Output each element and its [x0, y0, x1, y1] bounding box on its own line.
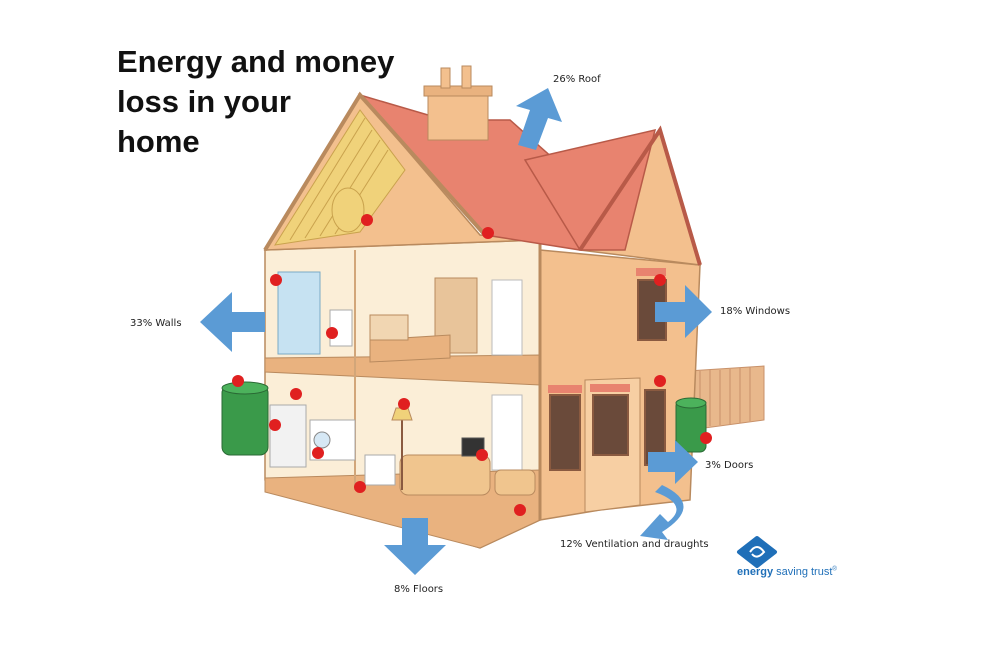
- windows-label: 18% Windows: [720, 306, 791, 317]
- bedroom: [369, 277, 523, 363]
- title-line-3: home: [117, 124, 200, 159]
- page-title: Energy and money loss in your home: [117, 42, 437, 162]
- walls-label: 33% Walls: [130, 318, 182, 329]
- kitchen: [269, 404, 356, 468]
- heat-loss-dots: [232, 214, 712, 516]
- doors-label: 3% Doors: [705, 460, 754, 471]
- roof-label: 26% Roof: [553, 74, 601, 85]
- ventilation-label: 12% Ventilation and draughts: [560, 539, 709, 550]
- hot-water-tank: [331, 187, 365, 233]
- floors-label: 8% Floors: [394, 584, 444, 595]
- energy-saving-trust-logo-icon: [737, 536, 777, 568]
- floors-arrow: [384, 518, 446, 575]
- chimney: [423, 65, 493, 141]
- title-line-2: loss in your: [117, 84, 291, 119]
- water-butt-left: [221, 381, 269, 456]
- water-butt-right: [675, 397, 707, 453]
- bathroom: [277, 271, 353, 355]
- roof-arrow: [516, 88, 562, 150]
- title-line-1: Energy and money: [117, 44, 395, 79]
- side-windows: [549, 279, 667, 471]
- living-room: [364, 394, 536, 496]
- ventilation-arrow: [640, 485, 684, 540]
- logo-word-energy: energy: [737, 566, 774, 578]
- energy-saving-trust-logo: energy saving trust®: [737, 566, 837, 578]
- walls-arrow: [200, 292, 265, 352]
- doors-arrow: [648, 440, 698, 484]
- side-roof: [523, 128, 657, 251]
- logo-word-saving-trust: saving trust: [776, 566, 833, 578]
- windows-arrow: [655, 285, 712, 338]
